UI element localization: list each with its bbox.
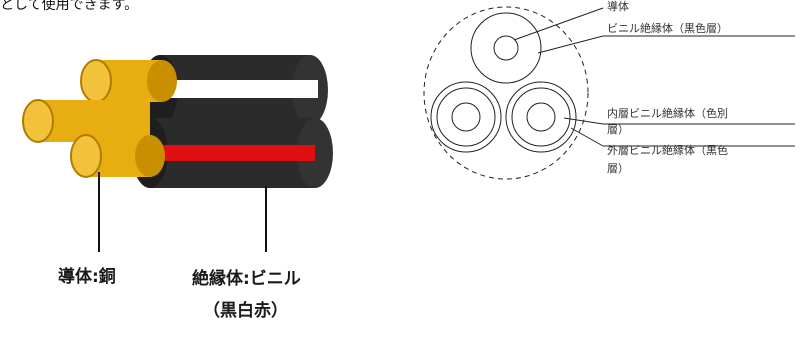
cross-inner-label-1: 内層ビニル絶縁体（色別 — [607, 107, 728, 120]
leader-conductor — [513, 7, 604, 41]
right-core-conductor — [526, 102, 556, 132]
left-core-inner — [436, 87, 496, 147]
copper-conductor-upper — [80, 59, 177, 103]
cross-conductor-label: 導体 — [607, 0, 629, 13]
left-core-outer — [430, 81, 502, 153]
top-core-conductor — [493, 35, 519, 61]
copper-conductor-lower — [70, 134, 165, 178]
conductor-label: 導体:銅 — [58, 267, 116, 287]
cross-outer-label-2: 層） — [607, 162, 629, 175]
dashed-outer-boundary — [423, 6, 589, 180]
right-core-inner — [511, 87, 571, 147]
cross-section-diagram — [423, 6, 795, 180]
leader-inner — [563, 117, 604, 125]
cross-vinyl-label: ビニル絶縁体（黒色層） — [607, 22, 728, 35]
leader-vinyl — [537, 35, 604, 54]
insulator-label: 絶縁体:ビニル — [192, 269, 301, 289]
cross-inner-label-2: 層） — [607, 123, 629, 136]
leader-outer — [570, 127, 604, 147]
top-core-outer — [470, 12, 542, 84]
white-stripe — [168, 80, 318, 98]
left-core-conductor — [451, 102, 481, 132]
cross-outer-label-1: 外層ビニル絶縁体（黒色 — [607, 144, 728, 157]
red-stripe — [158, 145, 315, 161]
top-text: として使用できます。 — [0, 0, 139, 13]
insulator-colors-label: （黒白赤） — [203, 301, 288, 321]
right-core-outer — [505, 81, 577, 153]
